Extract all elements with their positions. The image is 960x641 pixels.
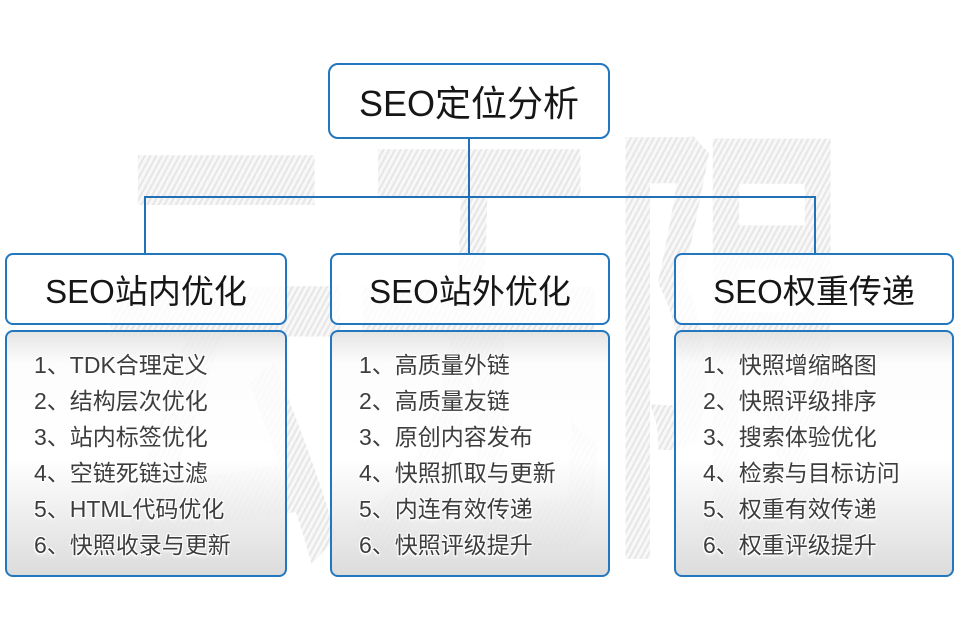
branch-header-offsite: SEO站外优化 xyxy=(330,253,610,325)
list-item: 3、站内标签优化 xyxy=(34,424,208,450)
branch-header-onsite: SEO站内优化 xyxy=(5,253,287,325)
root-node-label: SEO定位分析 xyxy=(358,83,580,124)
connector-left-drop xyxy=(144,197,146,254)
branch-list-weight: 1、快照增缩略图 2、快照评级排序 3、搜索体验优化 4、检索与目标访问 5、权… xyxy=(674,330,954,577)
branch-list-offsite: 1、高质量外链 2、高质量友链 3、原创内容发布 4、快照抓取与更新 5、内连有… xyxy=(330,330,610,577)
branch-header-label: SEO权重传递 xyxy=(713,273,915,310)
list-item: 2、快照评级排序 xyxy=(703,388,877,414)
list-item: 3、搜索体验优化 xyxy=(703,424,877,450)
branch-header-weight: SEO权重传递 xyxy=(674,253,954,325)
list-item: 2、结构层次优化 xyxy=(34,388,208,414)
list-item: 6、权重评级提升 xyxy=(703,532,877,558)
list-item: 4、空链死链过滤 xyxy=(34,460,208,486)
list-item: 3、原创内容发布 xyxy=(359,424,533,450)
list-item: 1、高质量外链 xyxy=(359,352,510,378)
connector-root-vertical xyxy=(468,139,470,198)
list-item: 1、快照增缩略图 xyxy=(703,352,877,378)
list-item: 1、TDK合理定义 xyxy=(34,352,208,378)
list-item: 5、内连有效传递 xyxy=(359,496,533,522)
root-node: SEO定位分析 xyxy=(328,63,610,139)
list-item: 6、快照评级提升 xyxy=(359,532,533,558)
branch-list-onsite: 1、TDK合理定义 2、结构层次优化 3、站内标签优化 4、空链死链过滤 5、H… xyxy=(5,330,287,577)
connector-middle-drop xyxy=(468,197,470,254)
branch-header-label: SEO站内优化 xyxy=(45,273,247,310)
list-item: 4、检索与目标访问 xyxy=(703,460,900,486)
list-item: 5、HTML代码优化 xyxy=(34,496,225,522)
connector-right-drop xyxy=(814,197,816,254)
list-item: 2、高质量友链 xyxy=(359,388,510,414)
connector-horizontal-rail xyxy=(144,196,816,198)
list-item: 5、权重有效传递 xyxy=(703,496,877,522)
branch-header-label: SEO站外优化 xyxy=(369,273,571,310)
list-item: 4、快照抓取与更新 xyxy=(359,460,556,486)
list-item: 6、快照收录与更新 xyxy=(34,532,231,558)
